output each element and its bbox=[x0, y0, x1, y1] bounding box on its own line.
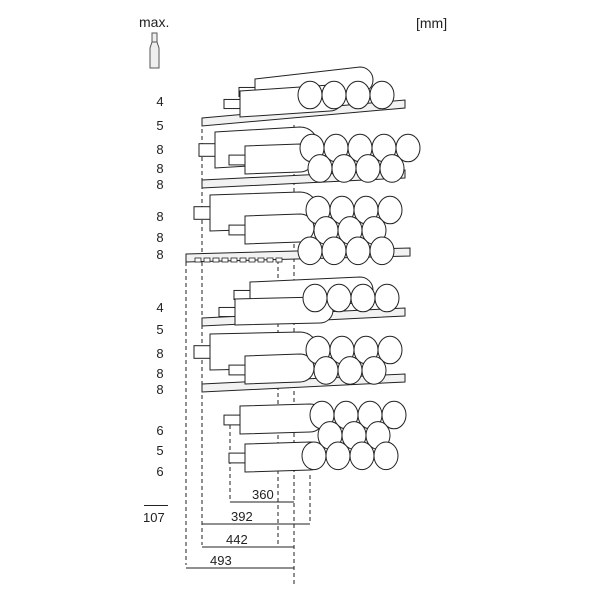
bottle-end bbox=[350, 283, 376, 313]
shelf-slot bbox=[257, 257, 265, 263]
shelf-slot bbox=[266, 257, 274, 263]
bottle-end bbox=[374, 283, 400, 313]
shelf-count: 8 bbox=[156, 209, 164, 224]
shelf-count: 6 bbox=[156, 464, 164, 479]
bottle-end bbox=[361, 356, 387, 385]
bottle-end bbox=[326, 283, 352, 313]
max-label: max. bbox=[139, 14, 170, 30]
shelf-count: 8 bbox=[156, 366, 164, 381]
bottle-end bbox=[369, 80, 395, 110]
bottle-end bbox=[377, 195, 403, 225]
bottle-end bbox=[331, 154, 357, 183]
bottle-end bbox=[377, 335, 403, 365]
shelf-count: 5 bbox=[156, 443, 164, 458]
depth-value: 442 bbox=[226, 532, 248, 547]
shelf-slot bbox=[194, 257, 202, 263]
bottle-end bbox=[395, 133, 421, 163]
shelf-count: 4 bbox=[156, 300, 164, 315]
bottle-neck bbox=[228, 224, 246, 236]
bottle-neck bbox=[193, 206, 211, 220]
depth-value: 392 bbox=[231, 509, 253, 524]
shelf-slot bbox=[203, 257, 211, 263]
bottle-end bbox=[302, 283, 328, 313]
bottle-neck bbox=[228, 364, 246, 376]
bottle-end bbox=[313, 356, 339, 385]
shelf-count: 4 bbox=[156, 94, 164, 109]
shelf-count: 8 bbox=[156, 142, 164, 157]
shelf-count: 8 bbox=[156, 382, 164, 397]
bottle-end bbox=[345, 80, 371, 110]
bottle-end bbox=[349, 441, 375, 471]
bottle-end bbox=[369, 236, 395, 266]
total-count: 107 bbox=[143, 510, 165, 525]
bottle-end bbox=[297, 80, 323, 110]
shelf-slot bbox=[248, 257, 256, 263]
bottle-body bbox=[244, 353, 315, 385]
bottle-end bbox=[345, 236, 371, 266]
bottle-end bbox=[321, 80, 347, 110]
bottle-end bbox=[325, 441, 351, 471]
unit-label: [mm] bbox=[416, 15, 448, 31]
bottle-neck bbox=[223, 414, 241, 426]
bottle-end bbox=[321, 236, 347, 266]
bottle-end bbox=[355, 154, 381, 183]
depth-value: 360 bbox=[252, 487, 274, 502]
shelf-count: 8 bbox=[156, 346, 164, 361]
wine-rack bbox=[185, 66, 421, 473]
bottle-neck bbox=[233, 289, 251, 301]
bottle-neck bbox=[198, 143, 216, 157]
bottle-end bbox=[379, 154, 405, 183]
bottle-neck bbox=[228, 452, 246, 464]
depth-value: 493 bbox=[210, 553, 232, 568]
shelf-count: 6 bbox=[156, 423, 164, 438]
shelf-count: 8 bbox=[156, 177, 164, 192]
shelf-count: 5 bbox=[156, 118, 164, 133]
shelf-count: 8 bbox=[156, 230, 164, 245]
shelf-slot bbox=[212, 257, 220, 263]
bottle-end bbox=[337, 356, 363, 385]
bottle-end bbox=[301, 441, 327, 471]
bottle-neck bbox=[223, 98, 241, 110]
bottle-end bbox=[297, 236, 323, 266]
shelf-slot bbox=[221, 257, 229, 263]
bottle-end bbox=[381, 400, 407, 430]
total-rule bbox=[144, 505, 168, 506]
shelf-count: 5 bbox=[156, 322, 164, 337]
wine-bottle-icon bbox=[149, 32, 160, 69]
bottle-end bbox=[373, 441, 399, 471]
shelf-count: 8 bbox=[156, 161, 164, 176]
bottle-neck bbox=[193, 345, 211, 359]
bottle-neck bbox=[218, 306, 236, 318]
depth-dimensions bbox=[186, 501, 310, 569]
shelf-count: 8 bbox=[156, 247, 164, 262]
bottle-neck bbox=[228, 154, 246, 166]
shelf-slot bbox=[239, 257, 247, 263]
bottle-end bbox=[307, 154, 333, 183]
shelf-slot bbox=[230, 257, 238, 263]
shelf-slot bbox=[275, 257, 283, 263]
